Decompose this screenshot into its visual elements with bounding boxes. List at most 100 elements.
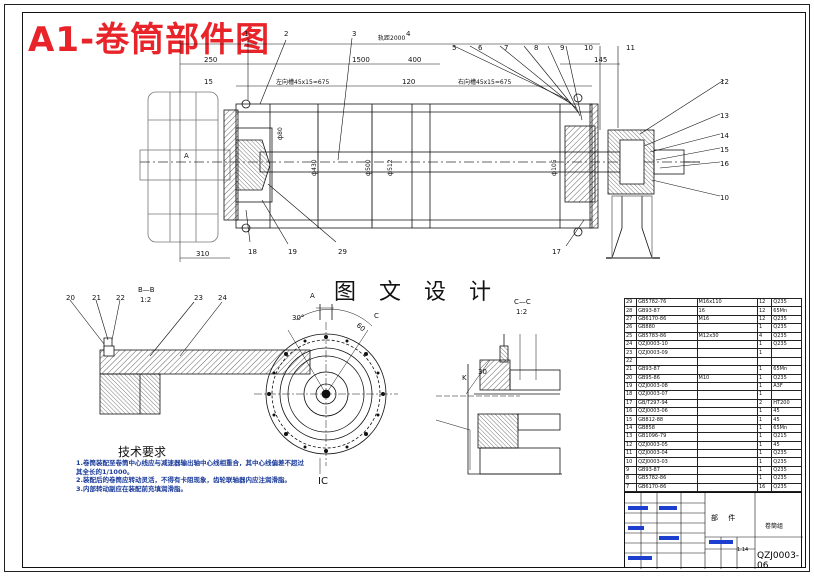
section-cc-scale: 1:2 xyxy=(516,308,527,316)
title-block-scale: 1:14 xyxy=(737,547,749,553)
title-block-code: QZJ0003-06 xyxy=(757,551,800,571)
bom-cell-code: GB5782-86 xyxy=(636,474,698,484)
bom-cell-no: 24 xyxy=(623,339,638,350)
bom-cell-name xyxy=(696,381,758,392)
callout-1: 1 xyxy=(244,30,248,38)
bom-cell-name xyxy=(696,423,758,434)
callout-22: 22 xyxy=(116,294,125,302)
dim-phi430: ф430 xyxy=(311,159,318,176)
callout-18: 18 xyxy=(248,248,257,256)
bom-cell-qty: 1 xyxy=(756,407,773,417)
dim-right-groove: 右向槽45x15=675 xyxy=(458,78,511,86)
bom-cell-code: QZJ0003-08 xyxy=(636,381,698,392)
bom-cell-qty: 1 xyxy=(756,432,773,442)
dim-310: 310 xyxy=(196,250,209,258)
requirement-item: 1.卷筒装配至卷筒中心线应与减速器输出轴中心线相重合，其中心线偏差不超过其全长的… xyxy=(76,459,304,476)
bom-cell-no: 10 xyxy=(623,457,638,467)
bom-cell-name: M10 xyxy=(696,373,758,383)
bom-cell-code: QZJ0003-06 xyxy=(636,407,698,417)
bom-cell-name xyxy=(696,465,758,476)
callout-9: 9 xyxy=(560,44,564,52)
bom-cell-code: GB6170-86 xyxy=(636,482,698,493)
bom-cell-mat xyxy=(771,356,802,367)
callout-7: 7 xyxy=(504,44,508,52)
bom-cell-mat: Q235 xyxy=(771,457,802,467)
bom-cell-name: M12x30 xyxy=(696,331,758,341)
dim-400: 400 xyxy=(408,56,421,64)
bom-cell-qty: 1 xyxy=(756,457,773,467)
bom-cell-code: QZJ0003-10 xyxy=(636,339,698,350)
callout-10-right: 10 xyxy=(720,194,729,202)
bom-cell-no: 9 xyxy=(623,465,638,476)
bom-cell-name xyxy=(696,407,758,417)
bom-cell-no: 25 xyxy=(623,331,638,341)
bom-cell-name xyxy=(696,339,758,350)
bom-cell-no: 18 xyxy=(623,390,638,400)
callout-15: 15 xyxy=(720,146,729,154)
bom-cell-mat: Q235 xyxy=(771,331,802,341)
bom-cell-mat: Q215 xyxy=(771,432,802,442)
title-block: 部 件 卷筒组 1:14 QZJ0003-06 xyxy=(624,492,803,571)
bom-cell-qty: 12 xyxy=(756,297,773,308)
requirements-list: 1.卷筒装配至卷筒中心线应与减速器输出轴中心线相重合，其中心线偏差不超过其全长的… xyxy=(76,459,306,493)
view-a-section-mark: C xyxy=(374,312,379,320)
callout-19: 19 xyxy=(288,248,297,256)
sheet-title: A1-卷筒部件图 xyxy=(28,20,271,60)
callout-29: 29 xyxy=(338,248,347,256)
bom-cell-no: 21 xyxy=(623,365,638,375)
bom-cell-no: 20 xyxy=(623,373,638,383)
bom-cell-name xyxy=(696,356,758,367)
bom-cell-mat: Q235 xyxy=(771,339,802,350)
callout-14: 14 xyxy=(720,132,729,140)
bom-cell-name xyxy=(696,474,758,484)
callout-21: 21 xyxy=(92,294,101,302)
bom-row: 22 xyxy=(623,356,802,367)
bom-cell-code: QZJ0003-07 xyxy=(636,390,698,400)
bom-cell-code: GB812-88 xyxy=(636,415,698,425)
bom-cell-mat: Q235 xyxy=(771,465,802,476)
callout-24: 24 xyxy=(218,294,227,302)
bom-cell-no: 29 xyxy=(623,297,638,308)
bom-cell-name xyxy=(696,365,758,375)
bom-cell-qty: 1 xyxy=(756,348,773,358)
bom-cell-code: QZJ0003-04 xyxy=(636,449,698,459)
view-a-caption: IC xyxy=(318,476,328,487)
bom-cell-qty: 2 xyxy=(756,398,773,409)
dim-145: 145 xyxy=(594,56,607,64)
bom-cell-code: GB95-86 xyxy=(636,373,698,383)
bom-cell-mat: Q235 xyxy=(771,474,802,484)
bom-cell-code: QZJ0003-03 xyxy=(636,457,698,467)
view-a-label: A xyxy=(310,292,315,300)
bom-cell-qty: 1 xyxy=(756,339,773,350)
bom-cell-mat: Q235 xyxy=(771,314,802,325)
section-cc-mark-k: K xyxy=(462,374,467,382)
bom-cell-name xyxy=(696,398,758,409)
bom-cell-code: GB93-87 xyxy=(636,365,698,375)
drum-shell xyxy=(235,103,593,229)
callout-2: 2 xyxy=(284,30,288,38)
callout-13: 13 xyxy=(720,112,729,120)
requirement-item: 3.内部转动副应在装配前充填润滑脂。 xyxy=(76,484,187,493)
title-block-grid xyxy=(625,493,803,569)
bom-cell-mat: Q235 xyxy=(771,373,802,383)
section-cc-labels: C—C 1:2 30 K xyxy=(462,298,531,382)
bom-cell-mat xyxy=(771,348,802,358)
view-a-dim-60: 60 xyxy=(355,321,367,333)
dim-phi80: ф80 xyxy=(277,127,284,140)
bom-cell-name xyxy=(696,348,758,358)
bom-cell-no: 11 xyxy=(623,449,638,459)
bom-cell-mat: 65Mn xyxy=(771,423,802,434)
bom-cell-name: M16x110 xyxy=(696,297,758,308)
callout-20: 20 xyxy=(66,294,75,302)
bom-cell-no: 12 xyxy=(623,440,638,451)
bom-cell-code: GB880 xyxy=(636,323,698,333)
